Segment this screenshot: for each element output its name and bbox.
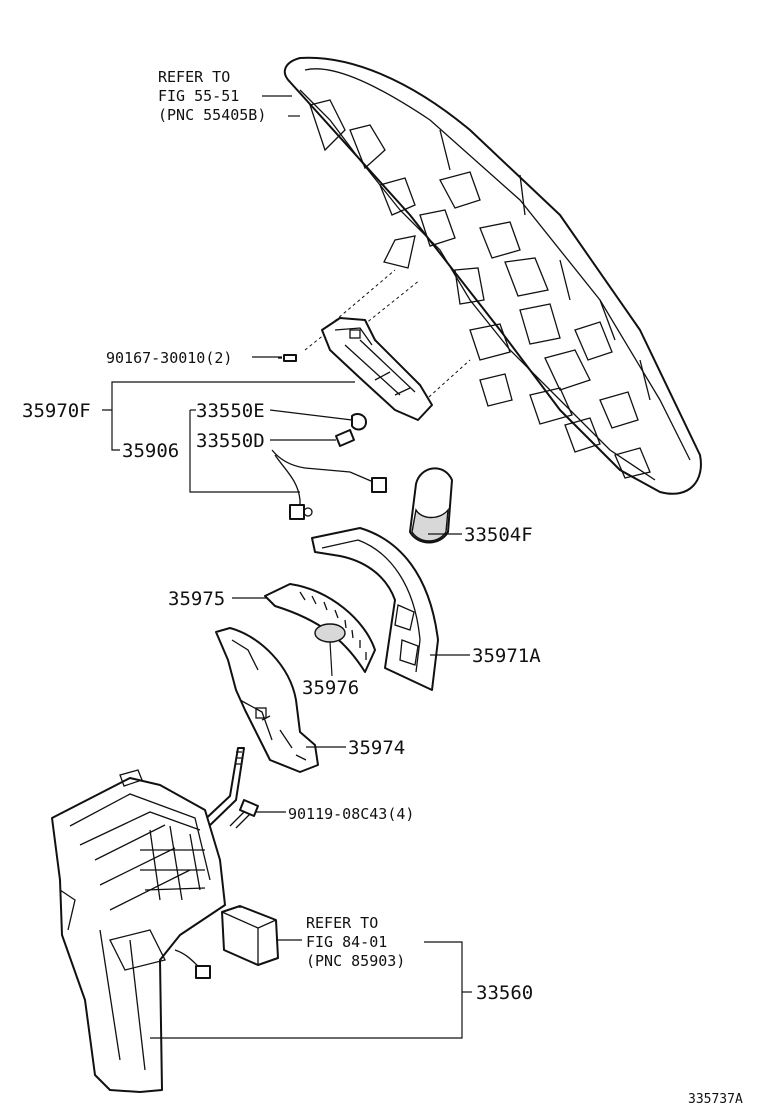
shift-knob-drawing <box>409 467 453 544</box>
control-unit-drawing <box>221 905 279 966</box>
label-35975: 35975 <box>168 588 225 610</box>
wire-harness-drawing <box>271 449 387 520</box>
refer-top-line2: FIG 55-51 <box>158 87 239 105</box>
shift-lever-base-drawing <box>51 769 226 1093</box>
bolt-90119-drawing <box>229 799 259 829</box>
bulbs-drawing <box>335 413 367 447</box>
label-90119: 90119-08C43(4) <box>288 805 414 823</box>
disc-35976-drawing <box>314 623 346 643</box>
callout-labels: REFER TO FIG 55-51 (PNC 55405B) 90167-30… <box>22 68 743 1107</box>
label-33560: 33560 <box>476 982 533 1004</box>
label-35976: 35976 <box>302 677 359 699</box>
label-35971A: 35971A <box>472 645 541 667</box>
console-panel-drawing <box>283 56 702 495</box>
refer-bottom-line2: FIG 84-01 <box>306 933 387 951</box>
screw-90167-drawing <box>278 354 297 362</box>
indicator-plate-drawing <box>264 583 376 673</box>
indicator-cover-drawing <box>311 527 439 691</box>
label-35974: 35974 <box>348 737 405 759</box>
figure-id: 335737A <box>688 1092 743 1107</box>
label-35970F: 35970F <box>22 400 91 422</box>
refer-top-line3: (PNC 55405B) <box>158 106 266 124</box>
refer-top-line1: REFER TO <box>158 68 230 86</box>
leader-lines <box>102 95 472 1039</box>
label-90167: 90167-30010(2) <box>106 349 232 367</box>
bracket-35974-drawing <box>215 627 319 773</box>
label-33504F: 33504F <box>464 524 533 546</box>
label-35906: 35906 <box>122 440 179 462</box>
label-33550D: 33550D <box>196 430 265 452</box>
refer-bottom-line3: (PNC 85903) <box>306 952 405 970</box>
switch-module-drawing <box>321 317 433 421</box>
refer-bottom-line1: REFER TO <box>306 914 378 932</box>
label-33550E: 33550E <box>196 400 265 422</box>
